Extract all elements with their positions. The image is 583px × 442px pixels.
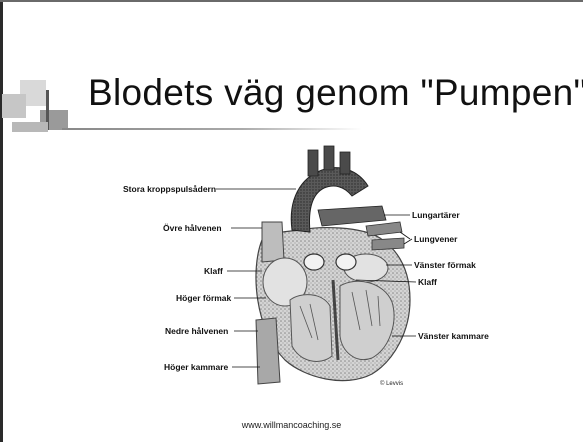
- pulmonary-vein: [372, 238, 404, 250]
- right-ventricle: [290, 295, 332, 362]
- label-left-ventricle: Vänster kammare: [418, 331, 489, 341]
- label-inferior-vena-cava: Nedre hålvenen: [165, 326, 228, 336]
- pulmonary-artery: [318, 206, 386, 226]
- label-right-atrium: Höger förmak: [176, 293, 232, 303]
- valve-left: [304, 254, 324, 270]
- superior-vena-cava: [262, 222, 284, 262]
- label-valve-left: Klaff: [204, 266, 223, 276]
- aorta-branch: [324, 146, 334, 170]
- label-aorta: Stora kroppspulsådern: [123, 184, 216, 194]
- pulmonary-vein: [366, 222, 402, 236]
- aorta-branch: [340, 152, 350, 174]
- label-right-ventricle: Höger kammare: [164, 362, 229, 372]
- label-pulmonary-veins: Lungvener: [414, 234, 458, 244]
- label-valve-right: Klaff: [418, 277, 437, 287]
- valve-right: [336, 254, 356, 270]
- footer-url: www.willmancoaching.se: [0, 420, 583, 430]
- aorta-branch: [308, 150, 318, 176]
- label-pulmonary-arteries: Lungartärer: [412, 210, 460, 220]
- inferior-vena-cava: [256, 318, 280, 384]
- copyright-text: © Levvis: [380, 380, 403, 387]
- label-left-atrium: Vänster förmak: [414, 260, 476, 270]
- label-superior-vena-cava: Övre hålvenen: [163, 223, 222, 233]
